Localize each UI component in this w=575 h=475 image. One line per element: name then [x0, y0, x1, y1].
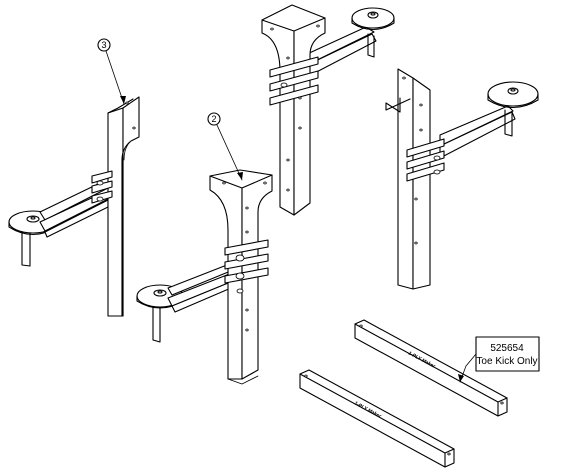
toe-kick-rail-lower: 1-PLY Maker: [299, 369, 455, 468]
callout-3: 3: [97, 38, 126, 105]
part-description: Toe Kick Only: [476, 356, 537, 367]
mount-brackets: [224, 239, 269, 294]
upright-post: [385, 68, 431, 290]
swing-arm: [39, 182, 109, 238]
post-assembly-top-center: [261, 4, 395, 216]
callout-2: 2: [207, 112, 243, 181]
upright-post: [107, 96, 140, 317]
swing-arm: [167, 262, 239, 313]
toe-kick-part-label: 525654 Toe Kick Only: [458, 336, 540, 383]
callout-2-number: 2: [211, 114, 216, 124]
post-assembly-right: [385, 68, 539, 290]
mount-brackets: [91, 170, 113, 204]
toe-kick-rail-upper: 1-PLY Maker: [354, 319, 508, 417]
part-number: 525654: [490, 343, 524, 354]
post-assembly-callout-3: 3: [8, 38, 140, 317]
callout-3-number: 3: [101, 40, 106, 50]
mount-brackets: [269, 56, 319, 106]
seat-pad: [351, 7, 395, 31]
seat-pad: [487, 81, 539, 109]
mount-brackets: [406, 138, 445, 182]
swing-arm: [439, 105, 516, 159]
post-assembly-callout-2: 2: [136, 112, 273, 385]
